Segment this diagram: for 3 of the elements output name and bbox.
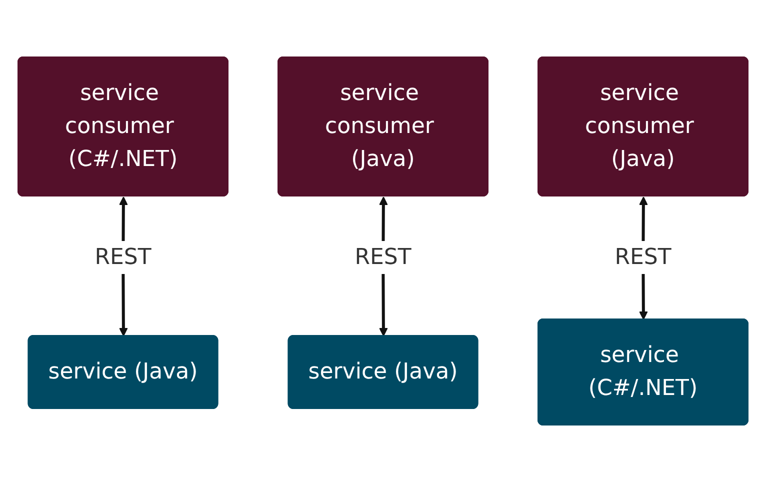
edge-label: REST: [614, 245, 671, 270]
edge-label: REST: [354, 245, 411, 270]
edge-label: REST: [94, 245, 151, 270]
